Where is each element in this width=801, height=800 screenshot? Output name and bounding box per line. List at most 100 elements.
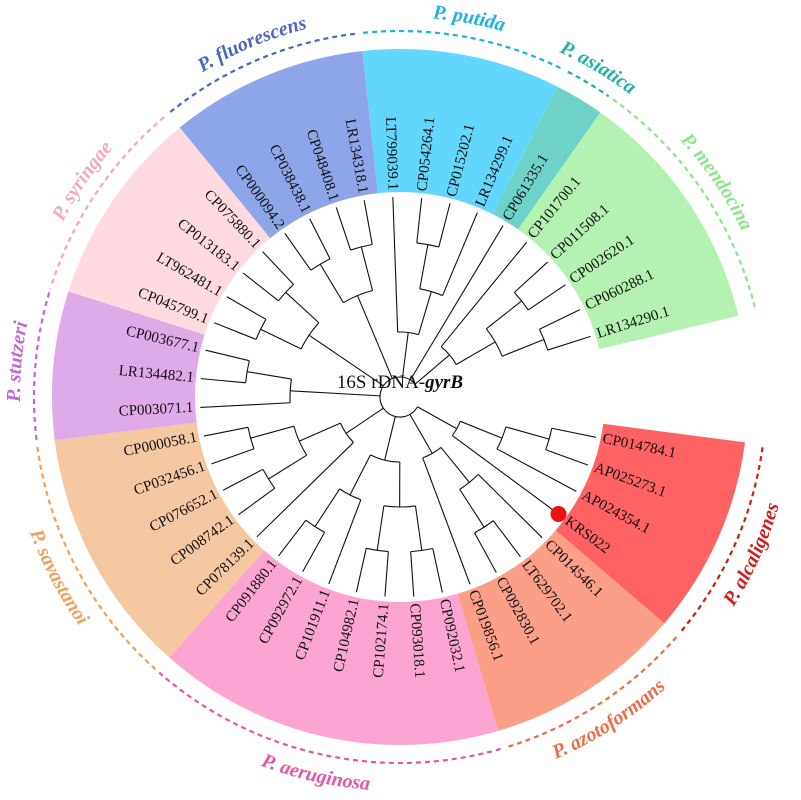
tree-branch <box>459 489 485 528</box>
tree-branch <box>262 469 276 489</box>
leaf-label: CP093018.1 <box>406 603 427 679</box>
tree-branch <box>392 197 399 333</box>
clade-label-alcaligenes: P. alcaligenes <box>718 500 783 610</box>
tree-branch <box>284 233 312 271</box>
clade-sector-asiatica <box>492 86 601 230</box>
highlight-marker <box>550 506 567 523</box>
tree-branch <box>285 291 320 324</box>
tree-branch <box>289 378 293 403</box>
tree-branch <box>474 520 494 534</box>
tree-branch <box>451 435 562 517</box>
tree-branch <box>200 402 291 409</box>
tree-branch <box>299 422 341 442</box>
tree-branch-layer <box>200 197 597 597</box>
tree-branch <box>401 332 409 378</box>
tree-branch <box>474 532 497 573</box>
tree-title: 16S rDNA-gyrB <box>337 372 463 393</box>
tree-branch <box>242 272 279 302</box>
clade-arc-azotoformans <box>505 636 678 749</box>
tree-branch <box>268 454 307 480</box>
tree-branch <box>363 200 373 245</box>
tree-branch <box>539 309 581 330</box>
clade-sector-alcaligenes <box>555 423 746 624</box>
tree-branch <box>451 421 461 436</box>
leaf-label: CP003071.1 <box>118 400 193 420</box>
clade-arc-fluorescens <box>169 32 359 113</box>
leaf-label: LR134482.1 <box>118 363 195 386</box>
tree-branch <box>293 426 308 456</box>
tree-branch <box>305 519 325 533</box>
tree-branch <box>416 198 423 243</box>
tree-branch <box>551 427 597 438</box>
tree-branch <box>339 422 354 443</box>
tree-branch <box>414 354 450 385</box>
tree-branch <box>545 428 553 450</box>
tree-branch <box>290 390 381 397</box>
tree-branch <box>247 427 255 450</box>
tree-branch <box>410 551 415 597</box>
tree-branch <box>527 284 566 311</box>
tree-branch <box>442 212 478 296</box>
tree-branch <box>302 532 326 572</box>
tree-branch <box>319 263 344 303</box>
tree-branch <box>357 295 393 379</box>
tree-branch <box>214 322 257 340</box>
tree-branch <box>513 292 529 311</box>
tree-branch <box>545 449 589 466</box>
clade-label-aeruginosa: P. aeruginosa <box>258 749 371 795</box>
tree-branch <box>419 244 429 289</box>
tree-branch <box>485 300 522 330</box>
tree-branch <box>370 454 400 463</box>
tree-branch <box>335 207 352 251</box>
tree-branch <box>226 296 267 320</box>
tree-branch <box>349 454 371 496</box>
tree-branch <box>278 519 307 557</box>
tree-branch <box>440 241 528 348</box>
tree-branch <box>383 505 416 508</box>
tree-branch <box>256 442 354 538</box>
tree-branch <box>417 406 458 430</box>
clade-sector-syringae <box>68 127 271 335</box>
tree-branch <box>397 331 419 336</box>
tree-branch <box>455 341 496 365</box>
clade-sector-stutzeri <box>52 291 205 441</box>
tree-branch <box>343 289 373 304</box>
tree-branch <box>211 448 255 465</box>
tree-branch <box>238 487 276 516</box>
clade-arc-syringae <box>51 114 168 284</box>
clade-sector-savastanoi <box>54 422 265 658</box>
leaf-label: LT799039.1 <box>382 117 401 191</box>
tree-branch <box>501 339 545 357</box>
leaf-label: CP102174.1 <box>371 603 393 679</box>
tree-branch <box>360 246 374 291</box>
tree-branch <box>384 416 396 461</box>
clade-sector-aeruginosa <box>169 550 498 745</box>
tree-branch <box>255 319 267 340</box>
clade-arc-stutzeri <box>32 288 52 441</box>
clade-sector-mendocina <box>518 112 739 350</box>
tree-branch <box>410 547 433 553</box>
tree-branch <box>485 328 503 357</box>
tree-branch <box>496 448 577 492</box>
tree-branch <box>409 225 504 381</box>
tree-branch <box>440 346 457 365</box>
tree-branch <box>200 378 246 384</box>
tree-branch <box>477 473 543 539</box>
tree-branch <box>246 371 292 380</box>
clade-arc-mendocina <box>612 98 757 310</box>
tree-branch <box>547 335 591 351</box>
tree-branch <box>314 488 341 527</box>
tree-branch <box>339 488 362 501</box>
tree-branch <box>459 473 479 490</box>
tree-branch <box>496 426 507 450</box>
tree-branch <box>422 447 442 459</box>
tree-branch <box>310 258 331 271</box>
tree-branch <box>250 425 295 439</box>
tree-branch <box>355 548 367 593</box>
clade-label-putida: P. putida <box>431 1 508 36</box>
clade-arc-savastanoi <box>36 444 157 671</box>
tree-branch <box>345 407 384 434</box>
tree-branch <box>260 328 302 350</box>
clade-arc-asiatica <box>567 70 610 98</box>
